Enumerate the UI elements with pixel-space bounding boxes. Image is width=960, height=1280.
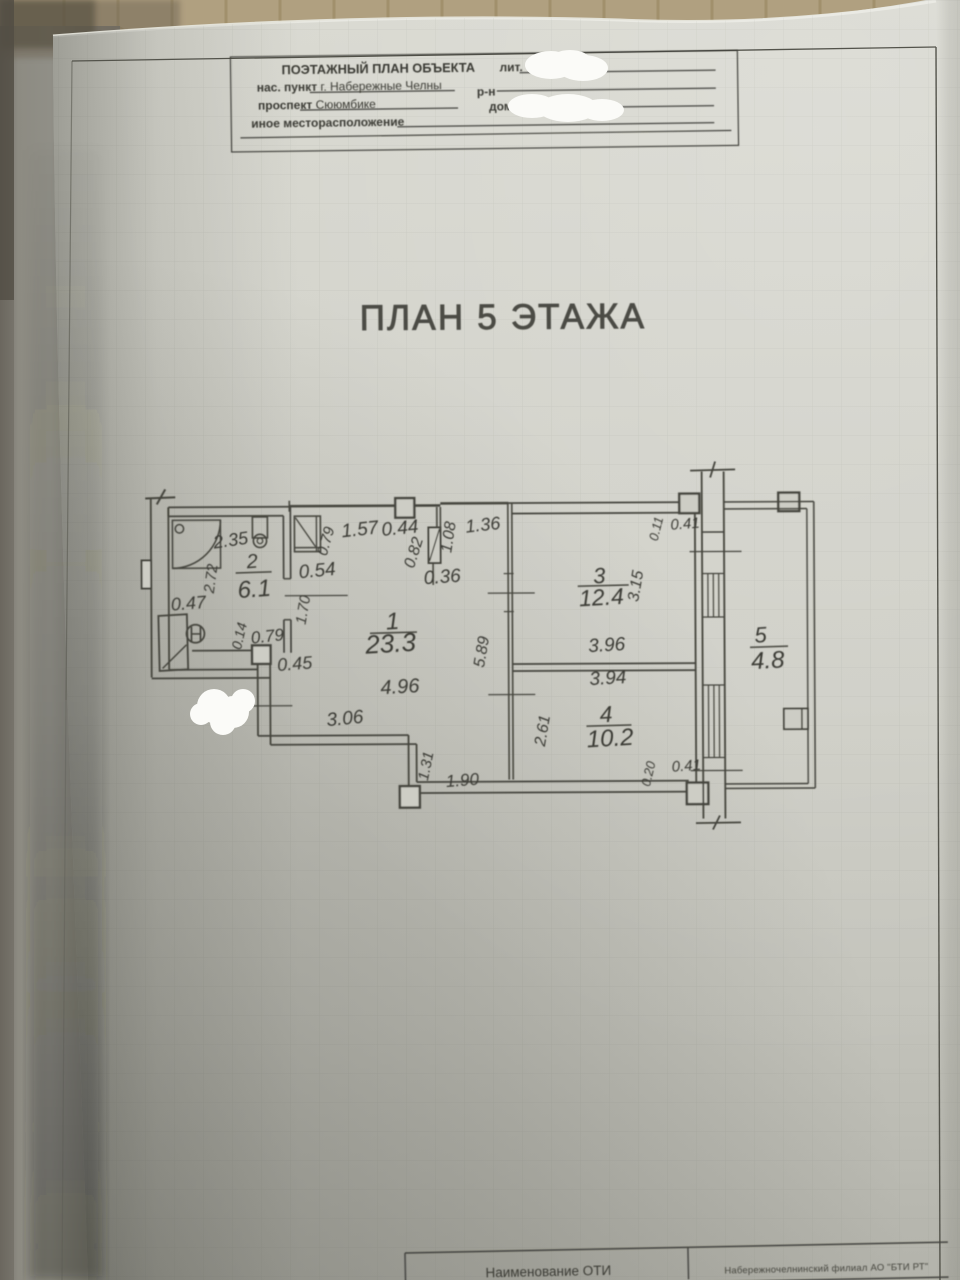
svg-text:1.90: 1.90 xyxy=(445,770,480,791)
svg-text:6.1: 6.1 xyxy=(237,575,272,604)
svg-text:0.36: 0.36 xyxy=(423,566,462,590)
svg-text:4: 4 xyxy=(599,701,613,728)
svg-text:3.15: 3.15 xyxy=(625,569,647,603)
svg-text:0.11: 0.11 xyxy=(646,515,666,542)
svg-text:0.44: 0.44 xyxy=(381,517,420,541)
svg-text:дом: дом xyxy=(489,99,513,113)
svg-text:1.08: 1.08 xyxy=(438,520,460,553)
svg-text:3.96: 3.96 xyxy=(588,634,627,657)
svg-text:ПОЭТАЖНЫЙ ПЛАН ОБЪЕКТА: ПОЭТАЖНЫЙ ПЛАН ОБЪЕКТА xyxy=(281,60,475,78)
svg-text:2.61: 2.61 xyxy=(532,714,554,749)
svg-text:лит.: лит. xyxy=(499,60,522,74)
svg-text:1: 1 xyxy=(385,608,400,636)
svg-text:Набережночелнинский филиал АО: Набережночелнинский филиал АО "БТИ РТ" xyxy=(724,1261,928,1276)
svg-text:1.70: 1.70 xyxy=(293,593,315,625)
svg-text:0.20: 0.20 xyxy=(638,759,659,788)
svg-text:2.72: 2.72 xyxy=(201,562,222,595)
svg-text:0.14: 0.14 xyxy=(228,621,250,651)
svg-text:0.41: 0.41 xyxy=(671,757,701,776)
svg-text:1.31: 1.31 xyxy=(415,750,438,782)
svg-text:0.45: 0.45 xyxy=(276,652,313,675)
svg-text:23.3: 23.3 xyxy=(363,627,417,660)
svg-text:1.36: 1.36 xyxy=(464,513,502,537)
svg-text:3.94: 3.94 xyxy=(589,667,627,690)
svg-text:проспект Сююмбике: проспект Сююмбике xyxy=(258,97,376,113)
svg-text:5: 5 xyxy=(754,622,768,648)
svg-text:5.89: 5.89 xyxy=(471,635,493,669)
svg-text:12.4: 12.4 xyxy=(578,583,624,612)
svg-text:2: 2 xyxy=(245,551,259,574)
svg-text:3: 3 xyxy=(592,563,606,589)
svg-text:Наименование ОТИ: Наименование ОТИ xyxy=(485,1263,611,1280)
svg-text:иное месторасположение: иное месторасположение xyxy=(251,115,404,131)
svg-text:0.54: 0.54 xyxy=(298,559,337,583)
svg-text:ПЛАН 5 ЭТАЖА: ПЛАН 5 ЭТАЖА xyxy=(360,297,647,338)
svg-text:3.06: 3.06 xyxy=(326,707,365,731)
svg-text:0.79: 0.79 xyxy=(250,625,286,648)
svg-text:р-н: р-н xyxy=(477,85,496,99)
svg-text:нас. пункт г. Набережные Челны: нас. пункт г. Набережные Челны xyxy=(257,78,442,94)
svg-text:0.47: 0.47 xyxy=(170,592,207,615)
svg-text:1.57: 1.57 xyxy=(340,517,380,542)
svg-text:4.8: 4.8 xyxy=(750,646,786,675)
svg-text:0.41: 0.41 xyxy=(670,515,700,534)
svg-text:4.96: 4.96 xyxy=(380,675,421,699)
svg-text:10.2: 10.2 xyxy=(586,724,634,754)
